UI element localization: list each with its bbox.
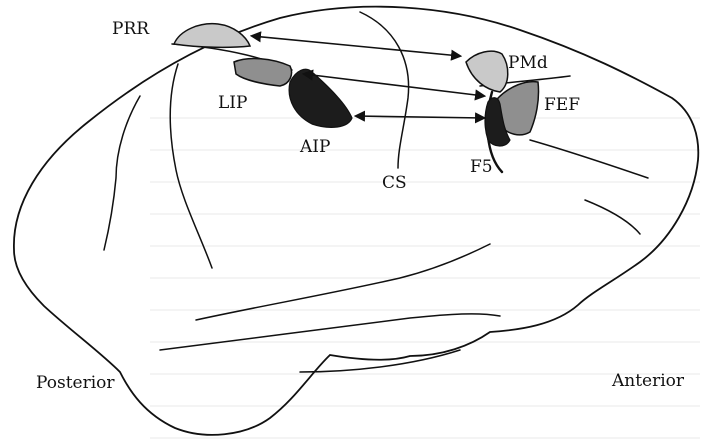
lip-region	[234, 59, 292, 86]
label-prr: PRR	[112, 19, 150, 39]
label-aip: AIP	[299, 137, 330, 157]
brain-outline	[14, 7, 698, 435]
label-lip: LIP	[218, 93, 247, 113]
central-sulcus	[360, 12, 409, 168]
label-fef: FEF	[544, 95, 580, 115]
label-cs: CS	[382, 173, 407, 193]
pmd-region	[466, 51, 508, 92]
superior-temporal-sulcus	[196, 244, 490, 320]
label-posterior: Posterior	[36, 373, 115, 393]
label-f5: F5	[470, 157, 493, 177]
arrow-prr-pmd	[252, 36, 460, 56]
frontal-lower-sulcus	[585, 200, 640, 234]
posterior-sulcus	[104, 96, 140, 250]
principal-sulcus	[530, 140, 648, 178]
label-anterior: Anterior	[611, 371, 685, 391]
cortical-regions	[174, 24, 539, 146]
sylvian-fissure	[160, 314, 500, 350]
prr-region	[174, 24, 250, 48]
lunate-sulcus	[170, 64, 212, 268]
label-pmd: PMd	[508, 53, 548, 73]
region-labels: PRR LIP AIP CS F5 PMd FEF Posterior Ante…	[36, 19, 685, 393]
sulci	[104, 12, 648, 372]
